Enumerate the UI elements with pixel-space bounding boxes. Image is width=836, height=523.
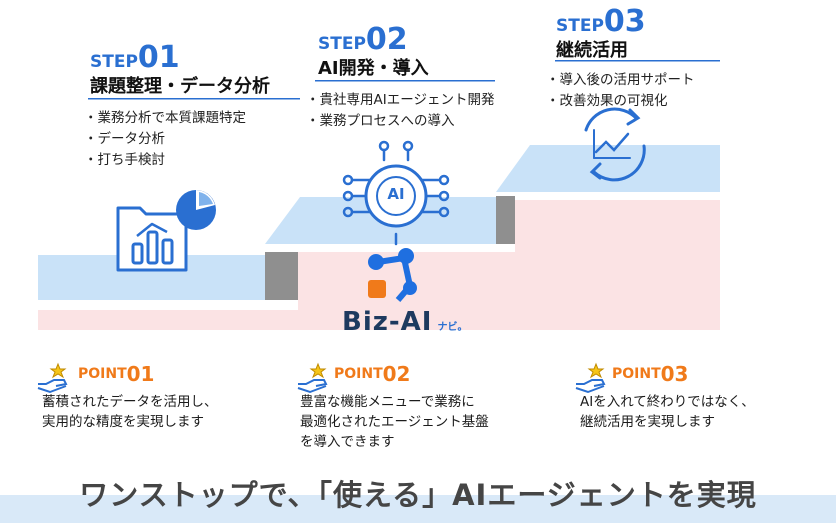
tagline: ワンストップで、「使える」AIエージェントを実現 [79, 478, 757, 512]
point1-hand-star-icon [37, 362, 68, 394]
step1-number: 01 [137, 40, 180, 75]
step1-rule [88, 98, 300, 100]
point3-hand-star-icon [575, 362, 606, 394]
ai-chip-icon [342, 140, 450, 246]
step1-bullet: 打ち手検討 [84, 150, 246, 171]
point1-number: 01 [126, 362, 155, 386]
step3-word: STEP [556, 16, 604, 36]
step1-header: STEP 01 課題整理・データ分析 [90, 40, 270, 98]
step1-bullets: 業務分析で本質課題特定 データ分析 打ち手検討 [84, 108, 247, 171]
brand-suffix: ナビ。 [437, 322, 468, 333]
step3-bullet: 導入後の活用サポート [546, 70, 695, 91]
point3-text: AIを入れて終わりではなく、 継続活用を実現します [580, 392, 755, 432]
step3-rule [555, 60, 720, 62]
point1-word: POINT [78, 366, 127, 382]
step2-title: AI開発・導入 [318, 58, 429, 79]
point3-word: POINT [612, 366, 661, 382]
step3-header: STEP 03 継続活用 [556, 4, 646, 62]
step3-title: 継続活用 [556, 40, 628, 61]
step3-bullets: 導入後の活用サポート 改善効果の可視化 [546, 70, 695, 112]
stair-pink-back [515, 200, 720, 330]
point2-word: POINT [334, 366, 383, 382]
step2-rule [315, 80, 495, 82]
point2-hand-star-icon [297, 362, 328, 394]
step1-bullet: データ分析 [84, 129, 246, 150]
data-chart-icon [116, 206, 188, 272]
step2-bullet: 業務プロセスへの導入 [306, 111, 494, 132]
point2-number: 02 [382, 362, 411, 386]
step1-title: 課題整理・データ分析 [90, 76, 270, 97]
point1-header: POINT 01 [78, 362, 154, 386]
stair-riser-2 [496, 196, 515, 244]
point1-line: 蓄積されたデータを活用し、 [42, 394, 218, 410]
point2-line: 豊富な機能メニューで業務に [300, 394, 475, 410]
step2-number: 02 [365, 22, 408, 57]
brand-name: Biz-AI [342, 307, 433, 337]
step2-word: STEP [318, 34, 366, 54]
brand-logo: Biz-AI ナビ。 [342, 307, 468, 337]
point2-line: 最適化されたエージェント基盤 [300, 414, 489, 430]
brand-logo-mark [368, 248, 417, 302]
step1-bullet: 業務分析で本質課題特定 [84, 108, 247, 129]
point1-text: 蓄積されたデータを活用し、 実用的な精度を実現します [42, 392, 218, 432]
step2-bullet: 貴社専用AIエージェント開発 [306, 90, 495, 111]
point3-number: 03 [660, 362, 689, 386]
step1-word: STEP [90, 52, 138, 72]
stair-tread-1-main [38, 255, 265, 300]
stair-pink-front [38, 310, 298, 330]
tagline-highlight-band [0, 495, 836, 523]
step3-bullet: 改善効果の可視化 [546, 91, 695, 112]
ai-chip-label: AI [387, 185, 405, 203]
point2-text: 豊富な機能メニューで業務に 最適化されたエージェント基盤 を導入できます [300, 392, 489, 452]
step2-bullets: 貴社専用AIエージェント開発 業務プロセスへの導入 [306, 90, 495, 132]
step2-header: STEP 02 AI開発・導入 [318, 22, 429, 80]
point3-header: POINT 03 [612, 362, 688, 386]
point2-line: を導入できます [300, 434, 395, 450]
point3-line: 継続活用を実現します [580, 414, 715, 430]
point3-line: AIを入れて終わりではなく、 [580, 394, 755, 410]
step3-number: 03 [603, 4, 646, 39]
point1-line: 実用的な精度を実現します [42, 414, 204, 430]
stair-riser-1 [265, 252, 298, 300]
point2-header: POINT 02 [334, 362, 410, 386]
stair-tread-3 [496, 145, 720, 192]
